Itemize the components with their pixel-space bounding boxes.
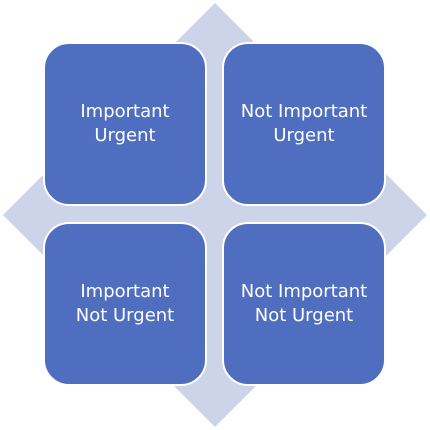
quadrant-label-line1: Not Important bbox=[240, 101, 368, 122]
quadrant-label-line1: Not Important bbox=[240, 281, 368, 302]
quadrant-label-line2: Urgent bbox=[94, 125, 156, 146]
quadrant-label-line2: Urgent bbox=[273, 125, 335, 146]
quadrant-label-line2: Not Urgent bbox=[254, 305, 354, 326]
quadrant-label-line2: Not Urgent bbox=[75, 305, 175, 326]
quadrant-label-line1: Important bbox=[80, 281, 170, 302]
quadrant-not-important-not-urgent: Not Important Not Urgent bbox=[222, 222, 386, 386]
quadrant-label-line1: Important bbox=[80, 101, 170, 122]
quadrant-not-important-urgent: Not Important Urgent bbox=[222, 42, 386, 206]
quadrant-important-not-urgent: Important Not Urgent bbox=[43, 222, 207, 386]
quadrant-important-urgent: Important Urgent bbox=[43, 42, 207, 206]
